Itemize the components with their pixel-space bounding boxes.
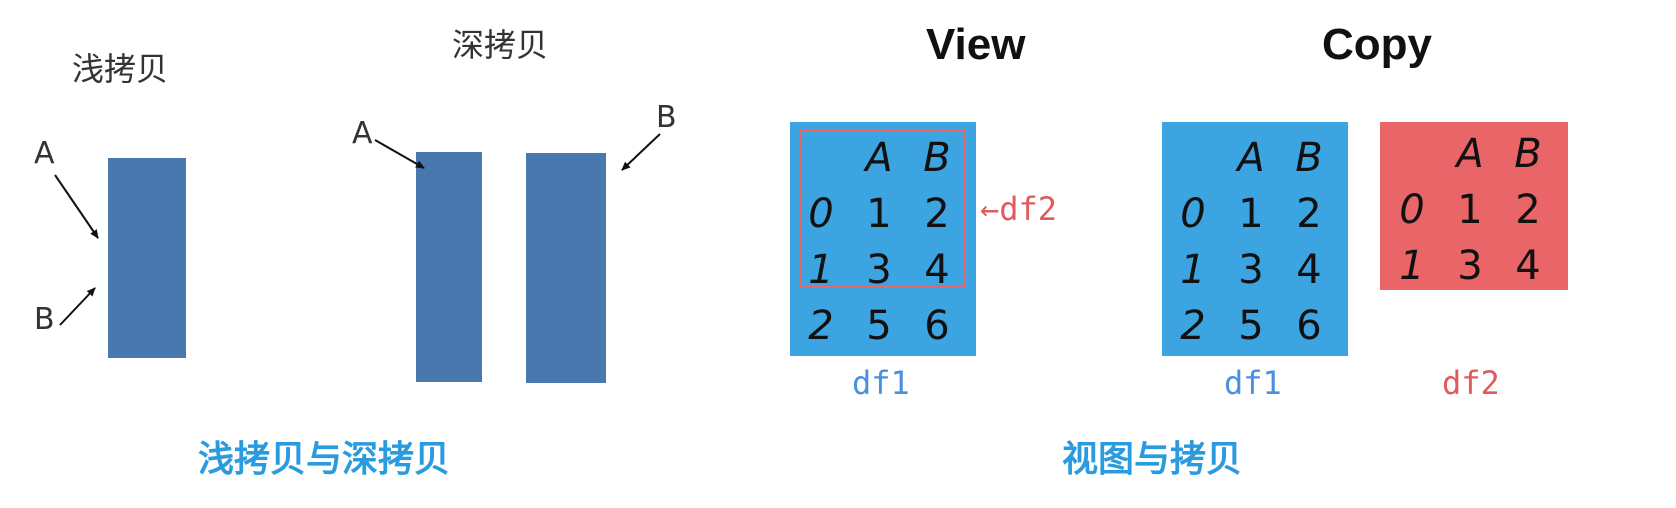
deep-arrow-b bbox=[621, 133, 661, 171]
shallow-pointer-a-label: A bbox=[34, 136, 55, 171]
table-cell: 4 bbox=[924, 247, 950, 293]
deep-copy-label: 深拷贝 bbox=[452, 26, 549, 64]
shallow-arrow-a bbox=[54, 174, 99, 239]
copy-title: Copy bbox=[1322, 20, 1432, 69]
column-header: A bbox=[865, 135, 893, 181]
view-df1-label: df1 bbox=[852, 364, 910, 402]
row-index: 2 bbox=[808, 303, 834, 349]
view-df1-box bbox=[790, 122, 976, 356]
row-index: 0 bbox=[1180, 191, 1206, 237]
table-cell: 6 bbox=[1296, 303, 1322, 349]
row-index: 0 bbox=[808, 191, 834, 237]
table-cell: 2 bbox=[1296, 191, 1322, 237]
copy-df1-label: df1 bbox=[1224, 364, 1282, 402]
shallow-deep-caption: 浅拷贝与深拷贝 bbox=[198, 439, 451, 480]
row-index: 0 bbox=[1399, 187, 1425, 233]
table-cell: 3 bbox=[1457, 243, 1483, 289]
table-cell: 3 bbox=[1238, 247, 1264, 293]
deep-object-block-b bbox=[526, 153, 606, 383]
column-header: A bbox=[1237, 135, 1265, 181]
pointer-arrows bbox=[54, 133, 661, 326]
table-cell: 4 bbox=[1296, 247, 1322, 293]
column-header: B bbox=[1295, 135, 1323, 181]
deep-pointer-a-label: A bbox=[352, 116, 373, 151]
copy-df2-label: df2 bbox=[1442, 364, 1500, 402]
view-copy-caption: 视图与拷贝 bbox=[1062, 439, 1243, 480]
row-index: 1 bbox=[1180, 247, 1206, 293]
view-title: View bbox=[926, 20, 1026, 69]
deep-pointer-b-label: B bbox=[656, 100, 677, 135]
table-cell: 3 bbox=[866, 247, 892, 293]
shallow-copy-label: 浅拷贝 bbox=[72, 50, 169, 88]
table-cell: 4 bbox=[1515, 243, 1541, 289]
view-df2-arrow-label: ←df2 bbox=[980, 190, 1058, 228]
row-index: 1 bbox=[808, 247, 834, 293]
column-header: B bbox=[923, 135, 951, 181]
column-header: B bbox=[1514, 131, 1542, 177]
table-cell: 1 bbox=[866, 191, 892, 237]
copy-df2-box bbox=[1380, 122, 1568, 290]
table-cell: 1 bbox=[1457, 187, 1483, 233]
table-cell: 2 bbox=[924, 191, 950, 237]
column-header bbox=[1383, 126, 1441, 182]
shallow-object-block bbox=[108, 158, 186, 358]
table-cell: 5 bbox=[1238, 303, 1264, 349]
row-index: 2 bbox=[1180, 303, 1206, 349]
column-header bbox=[792, 130, 850, 186]
column-header bbox=[1164, 130, 1222, 186]
table-cell: 5 bbox=[866, 303, 892, 349]
column-header: A bbox=[1456, 131, 1484, 177]
deep-arrow-a bbox=[374, 139, 425, 169]
table-cell: 2 bbox=[1515, 187, 1541, 233]
copy-df1-box bbox=[1162, 122, 1348, 356]
view-df2-outline bbox=[799, 130, 965, 288]
table-cell: 6 bbox=[924, 303, 950, 349]
shallow-arrow-b bbox=[59, 287, 96, 326]
table-cell: 1 bbox=[1238, 191, 1264, 237]
shallow-pointer-b-label: B bbox=[34, 302, 55, 337]
deep-object-block-a bbox=[416, 152, 482, 382]
row-index: 1 bbox=[1399, 243, 1425, 289]
